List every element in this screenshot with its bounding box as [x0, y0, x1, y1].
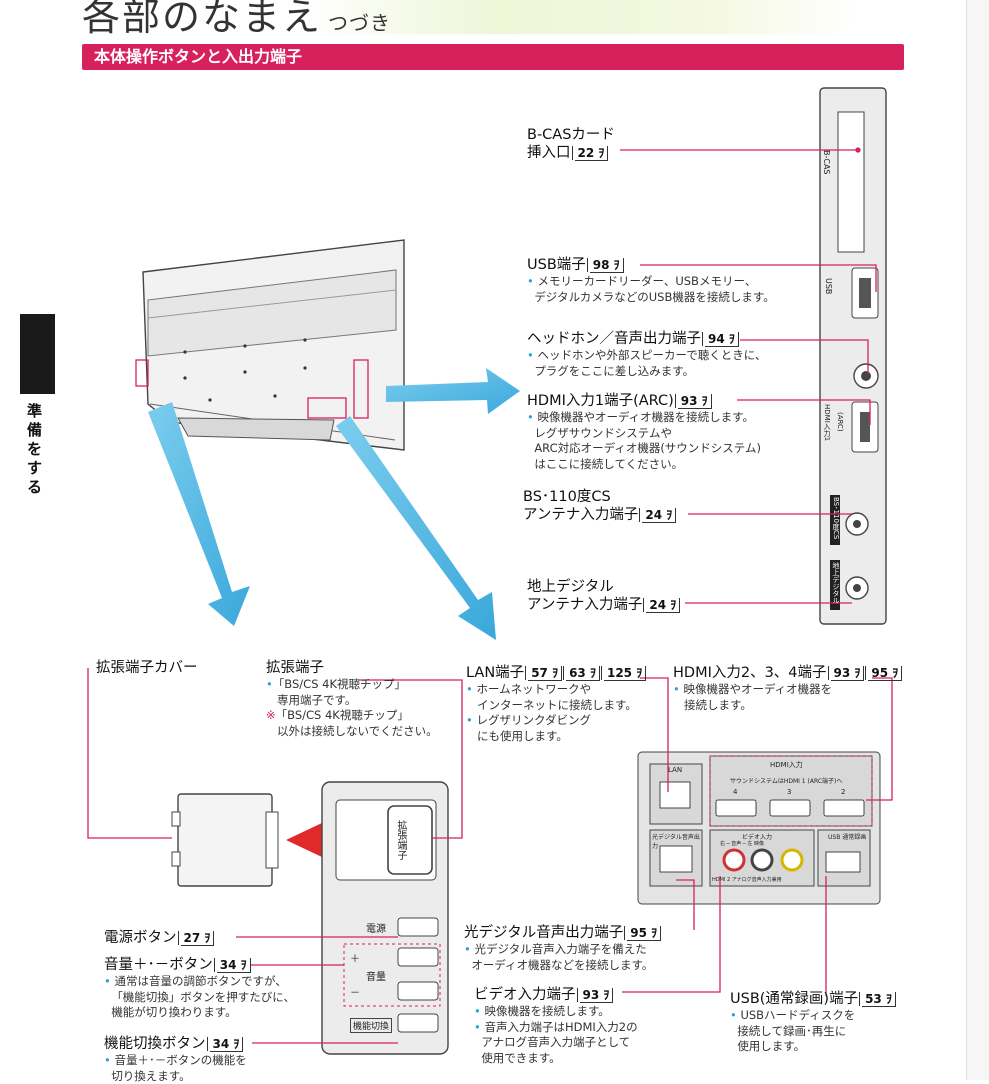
- ext-port-label: 拡張端子 •「BS/CS 4K視聴チップ」 専用端子です。 ※「BS/CS 4K…: [266, 660, 438, 738]
- arrow-down-right: [336, 416, 496, 640]
- side-panel: [819, 87, 887, 625]
- headphone-page-ref: 94 ｦ: [702, 332, 739, 347]
- tv-rear-illustration: [135, 239, 405, 451]
- panel-power-text: 電源: [366, 924, 386, 935]
- box-hdmi-2: 2: [841, 788, 846, 796]
- panel-bs-text: BS･110度CS: [832, 497, 840, 540]
- panel-hdmi-text: HDMI入力1: [823, 404, 831, 442]
- vol-plus-icon: ＋: [350, 954, 360, 965]
- box-hdmi-4: 4: [733, 788, 738, 796]
- arrow-down-left: [148, 402, 250, 626]
- panel-arc-text: (ARC): [836, 412, 844, 432]
- terminal-box: [637, 751, 881, 905]
- panel-bcas-text: B-CAS: [822, 150, 831, 175]
- terrestrial-page-ref: 24 ｦ: [643, 598, 681, 613]
- control-panel: [321, 781, 449, 1055]
- box-usb-text: USB 通常録画: [828, 834, 867, 841]
- box-video-text: ビデオ入力: [742, 834, 773, 841]
- bs-page-ref: 24 ｦ: [639, 508, 677, 523]
- box-lan-text: LAN: [668, 766, 683, 774]
- box-video-sub: 右 ─ 音声 ─ 左 映像: [720, 841, 764, 847]
- hdmi1-page-ref: 93 ｦ: [674, 394, 712, 409]
- panel-terr-text: 地上デジタル: [832, 562, 840, 604]
- side-tab-marker: [20, 314, 55, 394]
- hdmi1-label: HDMI入力1端子(ARC)93 ｦ • 映像機器やオーディオ機器を接続します。…: [527, 393, 761, 471]
- box-hdmi-in-text: HDMI入力: [770, 761, 803, 769]
- bcas-page-ref: 22 ｦ: [571, 146, 609, 161]
- ext-cover-label: 拡張端子カバー: [96, 660, 198, 676]
- vol-minus-icon: －: [350, 988, 360, 999]
- page-title-sub: つづき: [328, 11, 392, 35]
- extension-cover: [171, 793, 354, 887]
- box-hdmi-note: サウンドシステムはHDMI 1 (ARC端子)へ: [730, 778, 843, 785]
- box-optical-text: 光デジタル音声出力: [652, 834, 700, 850]
- box-video-note: HDMI 2 アナログ音声入力兼用: [712, 877, 782, 883]
- usb-page-ref: 98 ｦ: [586, 258, 624, 273]
- page-edge: [966, 0, 989, 1080]
- panel-ext-text: 拡張端子: [395, 820, 406, 860]
- section-heading: 本体操作ボタンと入出力端子: [82, 44, 904, 70]
- arrow-right: [386, 368, 520, 414]
- side-tab-label: 準備をする: [27, 402, 43, 496]
- box-hdmi-3: 3: [787, 788, 792, 796]
- panel-usb-text: USB: [824, 278, 833, 295]
- panel-volume-text: 音量: [366, 972, 386, 983]
- title-highlight: [300, 0, 860, 34]
- panel-func-text: 機能切換: [350, 1018, 393, 1033]
- page-title: 各部のなまえつづき: [82, 0, 392, 39]
